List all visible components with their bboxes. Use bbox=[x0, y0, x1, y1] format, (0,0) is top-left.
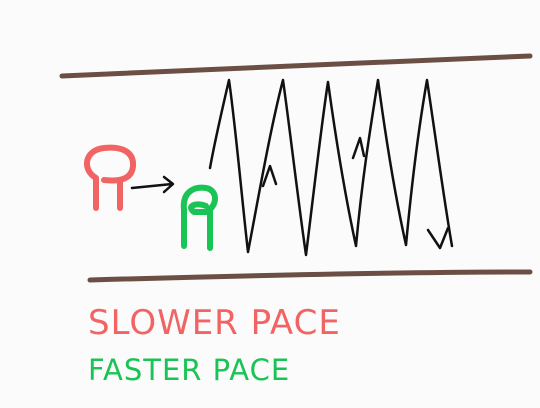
down-arrow-icon bbox=[426, 226, 450, 250]
fast-pace-label: FASTER PACE bbox=[88, 353, 290, 387]
slow-pace-label: SLOWER PACE bbox=[88, 303, 341, 343]
zigzag-path bbox=[208, 78, 454, 257]
transition-arrow bbox=[130, 175, 175, 194]
fast-walker-icon bbox=[180, 184, 218, 251]
up-arrow-icon bbox=[351, 136, 366, 160]
up-arrow-icon bbox=[261, 164, 278, 188]
bottom-wall bbox=[87, 269, 533, 283]
top-wall bbox=[59, 53, 533, 79]
slow-walker-icon bbox=[84, 144, 136, 211]
